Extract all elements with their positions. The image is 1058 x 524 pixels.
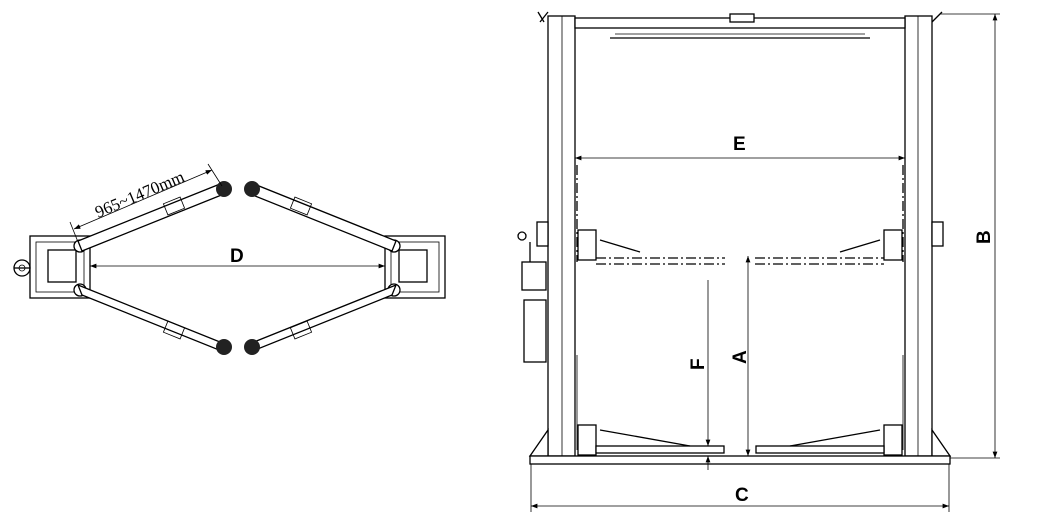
overhead-beam bbox=[574, 13, 906, 39]
front-view: E B A F C bbox=[517, 11, 1000, 512]
dimension-a-label: A bbox=[730, 350, 751, 364]
left-post-base bbox=[13, 235, 91, 299]
dimension-e: E bbox=[575, 134, 905, 161]
lift-arms-front-view bbox=[576, 165, 904, 456]
power-unit bbox=[517, 231, 547, 363]
dimension-f: F bbox=[688, 280, 711, 470]
dimension-b: B bbox=[940, 13, 1000, 459]
top-view: 965~1470mm D bbox=[13, 163, 446, 355]
dimension-f-label: F bbox=[688, 358, 709, 370]
dimension-d-label: D bbox=[230, 246, 244, 267]
dimension-e-label: E bbox=[733, 134, 746, 155]
dimension-b-label: B bbox=[974, 230, 995, 244]
dimension-d: D bbox=[90, 246, 385, 269]
right-post bbox=[904, 11, 952, 457]
left-post bbox=[528, 11, 576, 457]
floor-base bbox=[529, 455, 951, 465]
dimension-c-label: C bbox=[735, 485, 749, 506]
dimension-c: C bbox=[530, 464, 950, 512]
dimension-a: A bbox=[730, 255, 751, 456]
